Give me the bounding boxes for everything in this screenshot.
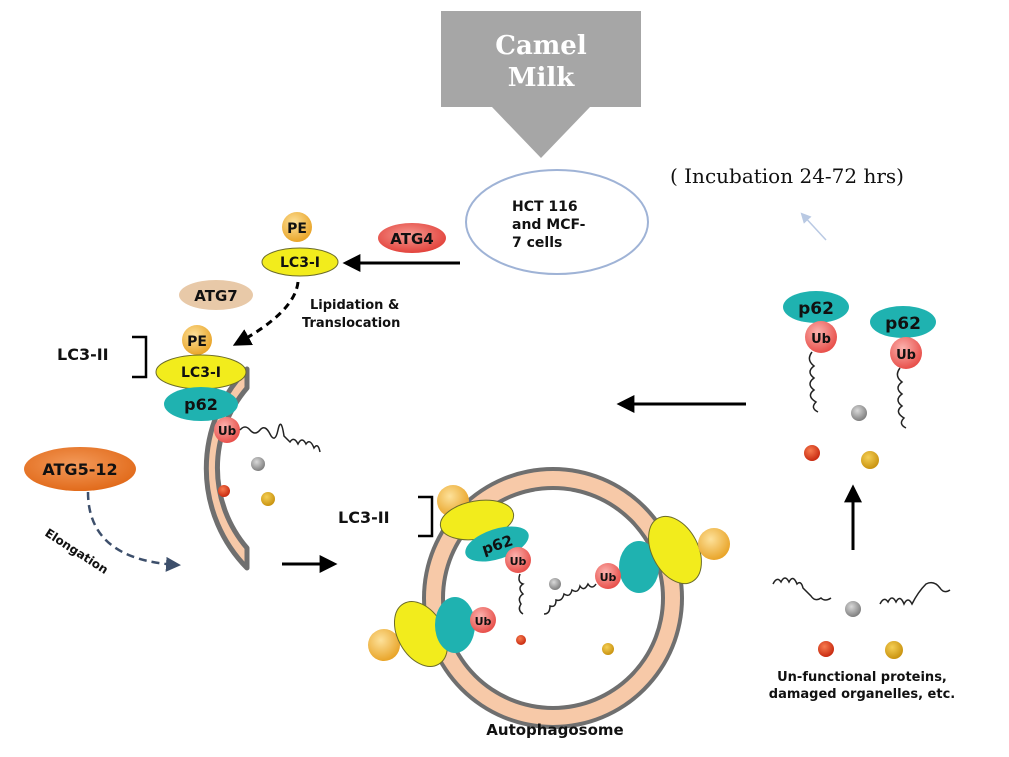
ub-right-2-label: Ub	[896, 348, 916, 363]
lipidation-line1: Lipidation &	[310, 298, 399, 313]
lc3-ii-left-label: LC3-II	[57, 345, 109, 364]
ub-right-1: Ub	[805, 321, 837, 353]
organelle-red-1	[218, 485, 230, 497]
atg5-12-label: ATG5-12	[42, 460, 117, 479]
pe-membrane-label: PE	[187, 334, 207, 350]
organelle-gray-bottom	[845, 601, 861, 617]
p62-right-1-label: p62	[798, 299, 834, 319]
protein-chain-bottom-1	[772, 577, 832, 601]
camel-milk-arrow: Camel Milk	[441, 11, 641, 158]
pe-auto-2	[698, 528, 730, 560]
pe-top: PE	[282, 212, 312, 242]
atg4-node: ATG4	[378, 223, 446, 253]
lc3-ii-bracket-autophagosome: LC3-II	[338, 495, 434, 538]
ub-right-2: Ub	[890, 337, 922, 369]
elongation-arrow	[86, 491, 181, 572]
protein-chain-bottom-2	[879, 581, 951, 606]
organelle-red-right	[804, 445, 820, 461]
lc3-i-top: LC3-I	[261, 247, 339, 277]
lc3-ii-auto-label: LC3-II	[338, 508, 390, 527]
ub-auto-2-label: Ub	[600, 571, 617, 584]
pe-on-membrane: PE	[182, 325, 212, 355]
p62-membrane-label: p62	[184, 395, 218, 414]
ub-auto-2: Ub	[595, 563, 621, 589]
protein-chain-right-1	[808, 351, 819, 413]
unfunctional-line2: damaged organelles, etc.	[769, 687, 955, 702]
organelle-gold-bottom	[885, 641, 903, 659]
ub-auto-1: Ub	[505, 547, 531, 573]
organelle-gray-auto	[549, 578, 561, 590]
cells-line3: 7 cells	[512, 235, 562, 251]
lc3-auto-2	[648, 515, 702, 585]
atg5-12-node: ATG5-12	[24, 447, 136, 491]
unfunctional-line1: Un-functional proteins,	[777, 670, 947, 685]
ub-auto-1-label: Ub	[510, 555, 527, 568]
lc3-i-membrane-label: LC3-I	[181, 365, 221, 381]
ub-auto-3-label: Ub	[475, 615, 492, 628]
cells-line1: HCT 116	[512, 199, 578, 215]
arrow-to-incubation	[800, 212, 827, 241]
organelle-gold-auto	[602, 643, 614, 655]
atg4-label: ATG4	[390, 230, 433, 248]
cells-line2: and MCF-	[512, 217, 586, 233]
lc3-ii-bracket-left: LC3-II	[57, 335, 148, 379]
atg7-label: ATG7	[194, 287, 237, 305]
protein-chain-auto-1	[518, 573, 525, 615]
p62-right-2-label: p62	[885, 314, 921, 334]
camel-milk-line1: Camel	[495, 31, 587, 61]
autophagosome-label: Autophagosome	[486, 721, 623, 739]
lc3-i-on-membrane: LC3-I	[155, 354, 247, 390]
p62-right-1: p62	[783, 291, 849, 323]
protein-chain-right-2	[896, 367, 907, 429]
lipidation-arrow	[232, 281, 300, 346]
ub-on-membrane: Ub	[214, 417, 240, 443]
organelle-gray-1	[251, 457, 265, 471]
p62-on-membrane: p62	[164, 387, 238, 421]
organelle-gold-1	[261, 492, 275, 506]
organelle-gold-right	[861, 451, 879, 469]
protein-chain-auto-2	[543, 582, 597, 615]
lc3-i-top-label: LC3-I	[280, 255, 320, 271]
protein-chain-phagophore	[239, 423, 321, 453]
ub-membrane-label: Ub	[218, 424, 237, 438]
ub-auto-3: Ub	[470, 607, 496, 633]
organelle-red-auto	[516, 635, 526, 645]
p62-auto-3	[435, 597, 475, 653]
organelle-gray-right	[851, 405, 867, 421]
atg7-node: ATG7	[179, 280, 253, 310]
p62-auto-2	[619, 541, 659, 593]
organelle-red-bottom	[818, 641, 834, 657]
cells-node: HCT 116 and MCF- 7 cells	[465, 169, 649, 275]
pe-top-label: PE	[287, 221, 307, 237]
pe-auto-3	[368, 629, 400, 661]
camel-milk-line2: Milk	[508, 63, 576, 93]
lipidation-line2: Translocation	[302, 316, 400, 331]
p62-right-2: p62	[870, 306, 936, 338]
incubation-label: ( Incubation 24-72 hrs)	[670, 164, 904, 188]
ub-right-1-label: Ub	[811, 332, 831, 347]
